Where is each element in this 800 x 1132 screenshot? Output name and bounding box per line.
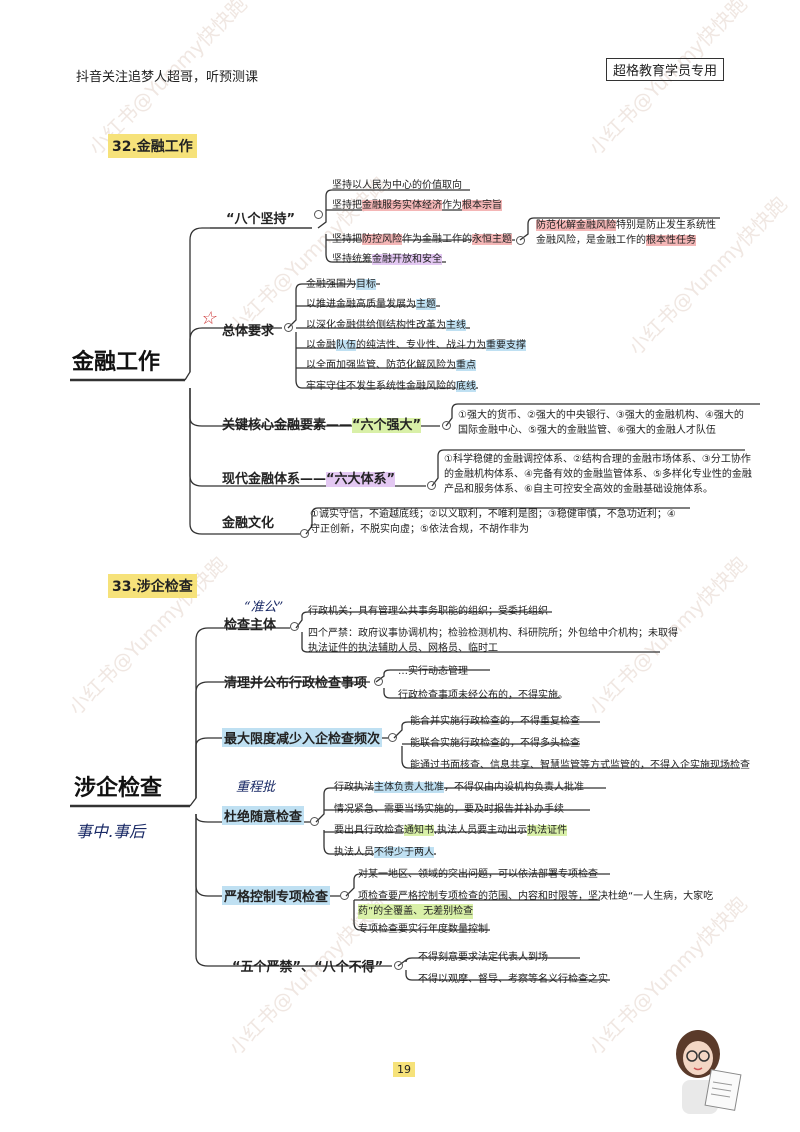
dujue-item-4: 执法人员不得少于两人 xyxy=(334,847,434,858)
branch-yange: 严格控制专项检查 xyxy=(222,886,331,905)
zongti-item-5: 以全面加强监管、防范化解风险为重点 xyxy=(306,360,476,371)
node-circle-icon xyxy=(388,733,397,742)
section-title-32: 32.金融工作 xyxy=(108,134,197,158)
branch-qingli: 清理并公布行政检查事项 xyxy=(224,676,368,691)
branch-jianshao: 最大限度减少入企检查频次 xyxy=(222,728,383,747)
zongti-item-4: 以金融队伍的纯洁性、专业性、战斗力为重要支撑 xyxy=(306,340,526,351)
node-circle-icon xyxy=(284,323,293,332)
bajianchi-item-3: 坚持把防控风险作为金融工作的永恒主题 xyxy=(332,234,512,245)
node-circle-icon xyxy=(516,236,525,245)
qingli-item-2: 行政检查事项未经公布的，不得实施。 xyxy=(398,690,568,701)
branch-wuge: “五个严禁”、“八个不得” xyxy=(232,960,384,975)
header-right-badge: 超格教育学员专用 xyxy=(606,58,725,81)
hexin-text: ①强大的货币、②强大的中央银行、③强大的金融机构、④强大的 国际金融中心、⑤强大… xyxy=(458,410,744,436)
node-circle-icon xyxy=(374,677,383,686)
page-number: 19 xyxy=(393,1062,415,1077)
bajianchi-item-1: 坚持以人民为中心的价值取向 xyxy=(332,180,462,191)
zhuti-item-2: 四个严禁：政府议事协调机构；检验检测机构、科研院所；外包给中介机构；未取得 执法… xyxy=(308,628,678,654)
wuge-item-2: 不得以观摩、督导、考察等名义行检查之实 xyxy=(418,974,608,985)
branch-zongti: 总体要求 xyxy=(222,324,275,339)
handwritten-note-zhuti: “准公” xyxy=(244,600,284,615)
zongti-item-3: 以深化金融供给侧结构性改革为主线 xyxy=(306,320,466,331)
zongti-item-2: 以推进金融高质量发展为主题 xyxy=(306,299,436,310)
branch-wenhua: 金融文化 xyxy=(222,516,275,531)
avatar xyxy=(668,1024,748,1120)
mindmap-root-jinrong: 金融工作 xyxy=(72,350,161,375)
wuge-item-1: 不得刻意要求法定代表人到场 xyxy=(418,952,548,963)
node-circle-icon xyxy=(427,481,436,490)
branch-hexin: 关键核心金融要素——“六个强大” xyxy=(222,418,422,433)
yange-item-3: 专项检查要实行年度数量控制 xyxy=(358,924,488,935)
qingli-item-1: …实行动态管理 xyxy=(398,666,468,677)
node-circle-icon xyxy=(300,529,309,538)
mindmap-root-sheqi: 涉企检查 xyxy=(74,776,163,801)
bajianchi-item-4: 坚持统筹金融开放和安全 xyxy=(332,254,442,265)
zhuti-item-1: 行政机关；具有管理公共事务职能的组织；受委托组织 xyxy=(308,606,548,617)
node-circle-icon xyxy=(310,817,319,826)
star-mark-icon: ☆ xyxy=(200,308,217,329)
branch-dujue: 杜绝随意检查 xyxy=(222,806,305,825)
handwritten-note-dujue: 重程批 xyxy=(236,780,276,795)
branch-zhuti: 检查主体 xyxy=(224,618,277,633)
tixi-text: ①科学稳健的金融调控体系、②结构合理的金融市场体系、③分工协作 的金融机构体系、… xyxy=(444,454,752,495)
jianshao-item-3: 能通过书面核查、信息共享、智慧监管等方式监管的，不得入企实施现场检查 xyxy=(410,760,750,771)
jianshao-item-2: 能联合实施行政检查的，不得多头检查 xyxy=(410,738,580,749)
node-circle-icon xyxy=(394,961,403,970)
node-circle-icon xyxy=(290,622,299,631)
zongti-item-1: 金融强国为目标 xyxy=(306,279,376,290)
fengxian-note: 防范化解金融风险特别是防止发生系统性 金融风险，是金融工作的根本性任务 xyxy=(536,220,716,246)
jianshao-item-1: 能合并实施行政检查的，不得重复检查 xyxy=(410,716,580,727)
dujue-item-3: 要出具行政检查通知书,执法人员要主动出示执法证件 xyxy=(334,825,568,836)
yange-item-2: 项检查要严格控制专项检查的范围、内容和时限等，坚决杜绝“一人生病，大家吃 药”的… xyxy=(358,891,714,919)
dujue-item-2: 情况紧急、需要当场实施的，要及时报告并补办手续 xyxy=(334,804,564,815)
section-title-33: 33.涉企检查 xyxy=(108,574,197,598)
handwritten-note-root: 事中.事后 xyxy=(76,822,146,841)
wenhua-text: ①诚实守信，不逾越底线；②以义取利，不唯利是图；③稳健审慎，不急功近利；④ 守正… xyxy=(310,509,676,535)
yange-item-1: 对某一地区、领域的突出问题，可以依法部署专项检查 xyxy=(358,869,598,880)
bajianchi-item-2: 坚持把金融服务实体经济作为根本宗旨 xyxy=(332,200,502,211)
node-circle-icon xyxy=(314,210,323,219)
zongti-item-6: 牢牢守住不发生系统性金融风险的底线 xyxy=(306,381,476,392)
branch-tixi: 现代金融体系——“六大体系” xyxy=(222,472,396,487)
avatar-illustration-icon xyxy=(676,1030,742,1114)
header-left-text: 抖音关注追梦人超哥，听预测课 xyxy=(76,70,259,85)
node-circle-icon xyxy=(340,891,349,900)
node-circle-icon xyxy=(442,421,451,430)
branch-bajianchi: “八个坚持” xyxy=(226,212,296,227)
dujue-item-1: 行政执法主体负责人批准，不得仅由内设机构负责人批准 xyxy=(334,782,584,793)
